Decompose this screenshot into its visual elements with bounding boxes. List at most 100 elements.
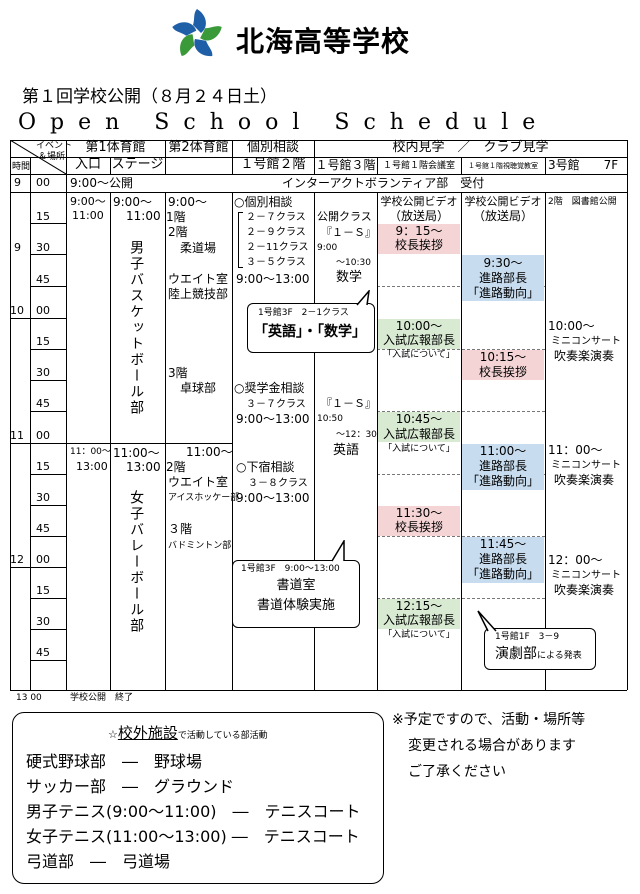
time-1115: 15 — [36, 460, 50, 473]
meeting-e2: 入試広報部長 — [382, 333, 455, 347]
av-e4: 進路部長 — [478, 552, 527, 566]
corner-time: 時間 — [12, 162, 31, 172]
closing-time: 13 00 — [16, 693, 42, 703]
gym2-pm-f3: ３階 — [168, 522, 193, 536]
gym1-pm-end: 13:00 — [76, 460, 108, 473]
highlight-principal-2 — [378, 506, 460, 536]
b3-concert1: ミニコンサート — [551, 336, 621, 347]
header-gym1: 第1体育館 — [85, 140, 146, 155]
consult-time-1: 9:00～13:00 — [236, 272, 310, 286]
time-9-label: 9 — [14, 176, 21, 189]
highlight-principal-1 — [378, 224, 460, 254]
event-title: 第１回学校公開（８月２４日土） — [22, 87, 277, 107]
time-11-label: 11 — [10, 429, 24, 442]
tour-time-2a: 10:50 — [317, 414, 343, 424]
header-b1-3f: １号館３階 — [315, 158, 376, 172]
av-e3: 進路部長 — [478, 459, 527, 473]
header-tour: 校内見学 ／ クラブ見学 — [392, 140, 549, 155]
gym1-am-end: 11:00 — [72, 209, 104, 222]
time-945: 45 — [36, 273, 50, 286]
gym2-weight: ウエイト室 — [168, 272, 229, 286]
highlight-career-2 — [462, 444, 544, 490]
meeting-e3-sub: 「入試について」 — [383, 444, 455, 454]
consult-dorm-class: ３－８クラス — [248, 478, 308, 489]
b3-concert2-time: 11：00～ — [548, 443, 603, 457]
meeting-e3-time: 10:45～ — [395, 412, 443, 426]
girls-volleyball: 女子バレーボール部 — [128, 490, 145, 634]
offsite-clubs-box — [12, 712, 384, 884]
meeting-e2-sub: 「入試について」 — [383, 350, 455, 360]
gym2-f2: 2階 — [168, 225, 188, 239]
gym2-pm-weight: ウエイト室 — [168, 475, 229, 489]
callout-drama-suffix: による発表 — [537, 651, 582, 661]
school-logo — [172, 9, 222, 57]
header-gym2: 第2体育館 — [168, 140, 229, 155]
tour-time-1b: ～10:30 — [336, 258, 371, 268]
gym2-f1: 1階 — [166, 210, 186, 224]
consult-class-4: ３－５クラス — [246, 257, 306, 268]
callout-shodo-location: 1号館3F 9:00～13:00 — [241, 564, 340, 574]
time-1100: 00 — [36, 429, 50, 442]
av-e1-sub: 「進路動向」 — [466, 286, 539, 300]
time-10-label: 10 — [10, 304, 24, 317]
av-e3-time: 11:00～ — [479, 444, 527, 458]
av-e2: 校長挨拶 — [478, 365, 527, 379]
offsite-item: 硬式野球部 ― 野球場 — [26, 752, 203, 771]
meeting-e1: 校長挨拶 — [394, 238, 443, 252]
boys-basketball: 男子バスケットボール部 — [128, 240, 145, 416]
callout-shodo-tail — [331, 540, 345, 562]
tour-class-2: 『１－Ｓ』 — [321, 397, 376, 410]
meeting-video-sub: （放送局） — [388, 209, 449, 223]
offsite-title-main: 校外施設 — [117, 724, 178, 742]
gym1-stage-am-end: 11:00 — [126, 209, 161, 223]
highlight-career-1 — [462, 255, 544, 301]
gym1-stage-am-start: 9:00～ — [113, 195, 152, 209]
b3-concert1-time: 10:00～ — [548, 319, 595, 333]
header-gym1-entrance: 入口 — [74, 157, 101, 172]
notice-line-2: 変更される場合があります — [408, 738, 576, 754]
time-1000: 00 — [36, 304, 50, 317]
av-e1: 進路部長 — [478, 271, 527, 285]
gym1-am-start: 9:00～ — [70, 195, 106, 208]
gym2-judo: 柔道場 — [180, 241, 217, 255]
b3-concert1-sub: 吹奏楽演奏 — [554, 349, 615, 363]
av-e3-sub: 「進路動向」 — [466, 474, 539, 488]
highlight-admission-3 — [378, 599, 460, 629]
meeting-e4: 校長挨拶 — [394, 520, 443, 534]
b3-concert3: ミニコンサート — [551, 570, 621, 581]
b3-library: 2階 図書館公開 — [548, 197, 617, 207]
callout-shodo-experience: 書道体験実施 — [256, 598, 335, 613]
time-12-label: 12 — [10, 553, 24, 566]
time-1245: 45 — [36, 646, 50, 659]
consult-scholarship: ○奨学金相談 — [234, 381, 305, 395]
offsite-item: サッカー部 ― グラウンド — [26, 777, 235, 796]
notice-line-3: ご了承ください — [408, 764, 506, 780]
time-900: 00 — [36, 176, 50, 189]
gym2-badminton: バドミントン部 — [168, 541, 232, 551]
highlight-admission-1 — [378, 319, 460, 349]
callout-open-class-subjects: 「英語」・「数学」 — [254, 324, 366, 340]
meeting-e4-time: 11:30～ — [395, 506, 443, 520]
highlight-principal-3 — [462, 350, 544, 380]
callout-open-class-location: 1号館3F 2－1クラス — [258, 308, 349, 318]
school-name: 北海高等学校 — [236, 25, 411, 58]
meeting-e5-sub: 「入試について」 — [383, 630, 455, 640]
offsite-item: 弓道部 ― 弓道場 — [26, 852, 171, 871]
b3-concert3-sub: 吹奏楽演奏 — [554, 583, 615, 597]
time-9-label-b: 9 — [14, 241, 21, 254]
time-1200: 00 — [36, 553, 50, 566]
tour-time-1a: 9:00 — [317, 243, 338, 253]
consult-scholarship-class: ３－７クラス — [246, 399, 306, 410]
b3-concert3-time: 12：00～ — [548, 553, 603, 567]
callout-drama-tail — [477, 610, 497, 632]
header-b3: 3号館 7F — [548, 158, 619, 172]
gym2-am-start: 9:00～ — [168, 195, 207, 209]
av-video-sub: （放送局） — [472, 209, 533, 223]
gym2-track: 陸上競技部 — [168, 287, 229, 301]
time-1030: 30 — [36, 366, 50, 379]
consult-bracket — [238, 212, 243, 268]
closing-text: 学校公開 終了 — [70, 693, 134, 703]
callout-open-class-tail — [356, 290, 370, 306]
header-consult: 個別相談 — [246, 140, 299, 155]
gym1-stage-pm-end: 13:00 — [126, 460, 161, 474]
